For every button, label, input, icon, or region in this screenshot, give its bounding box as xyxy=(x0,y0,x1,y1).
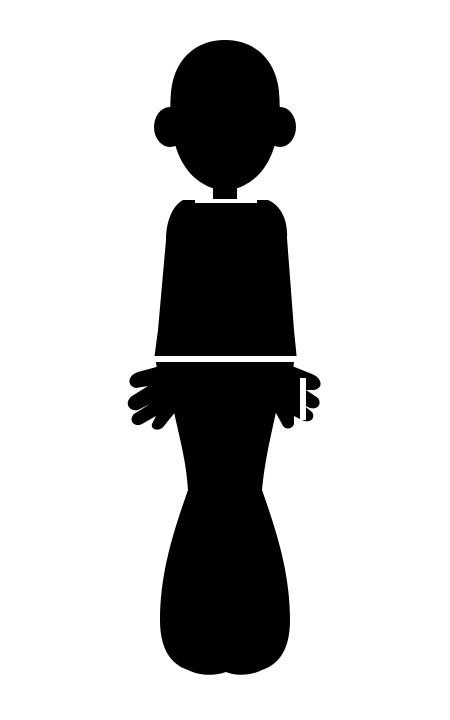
collar-seam xyxy=(195,199,257,203)
right-hand-notch xyxy=(300,378,306,420)
head xyxy=(170,40,280,190)
waist-seam xyxy=(154,356,298,361)
seams xyxy=(154,199,306,420)
legs xyxy=(156,362,294,675)
torso xyxy=(154,200,297,360)
figure-body xyxy=(127,40,321,675)
